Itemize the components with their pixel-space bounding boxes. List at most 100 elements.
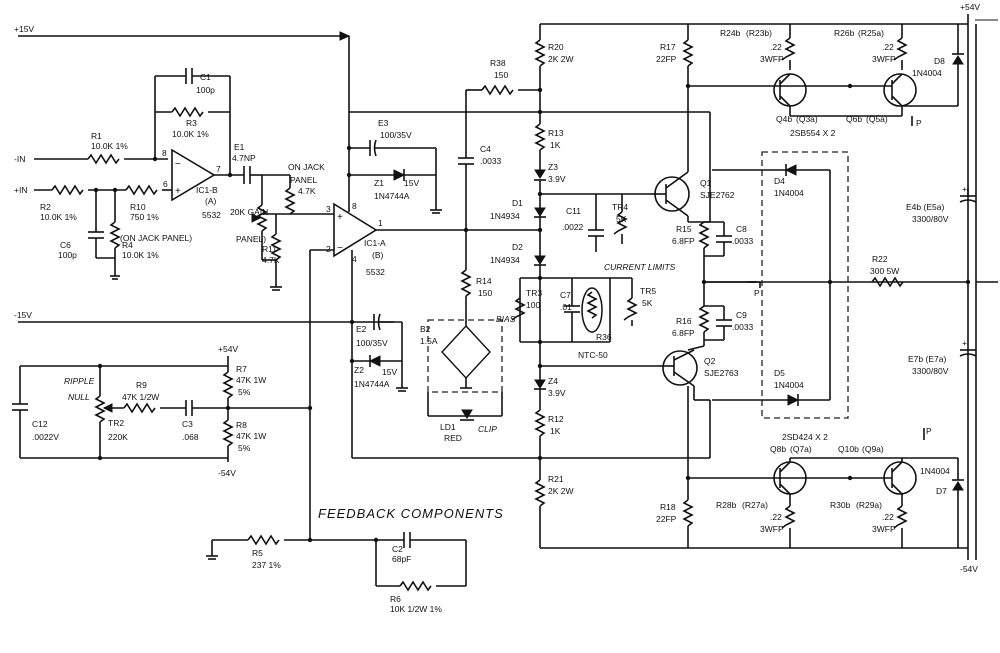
transistor-q2 bbox=[662, 350, 698, 386]
z4-value: 3.9V bbox=[548, 388, 566, 398]
r24b-type: 3WFP bbox=[760, 54, 784, 64]
resistor-r16 bbox=[698, 305, 710, 333]
e4b-label: E4b (E5a) bbox=[906, 202, 944, 212]
r17-label: R17 bbox=[660, 42, 676, 52]
trimmer-tr3 bbox=[511, 297, 526, 321]
c4-value: .0033 bbox=[480, 156, 502, 166]
ripple-neg54: -54V bbox=[218, 468, 236, 478]
e7b-label: E7b (E7a) bbox=[908, 354, 946, 364]
ic1a-label: IC1-A bbox=[364, 238, 386, 248]
d5-value: 1N4004 bbox=[774, 380, 804, 390]
z1-value: 1N4744A bbox=[374, 191, 410, 201]
q4b-label: Q4b bbox=[776, 114, 792, 124]
rail-label-pos54: +54V bbox=[960, 2, 980, 12]
svg-text:−: − bbox=[175, 159, 181, 170]
null-title: NULL bbox=[68, 392, 90, 402]
resistor-r12 bbox=[534, 409, 546, 437]
power-rails: +15V -15V +54V -54V bbox=[14, 2, 998, 574]
gain-potentiometer bbox=[256, 204, 268, 232]
r11-label: R11 bbox=[262, 244, 277, 254]
e1-value: 4.7NP bbox=[232, 153, 256, 163]
op-amp-ic1a bbox=[333, 202, 378, 258]
r21-value: 2K 2W bbox=[548, 486, 574, 496]
q6b-label: Q6b bbox=[846, 114, 862, 124]
r3-label: R3 bbox=[186, 118, 197, 128]
r30b-label: R30b bbox=[830, 500, 851, 510]
z3-value: 3.9V bbox=[548, 174, 566, 184]
r14-label: R14 bbox=[476, 276, 492, 286]
r4-label: R4 bbox=[122, 240, 133, 250]
c11-value: .0022 bbox=[562, 222, 584, 232]
ic1a-pin3: 3 bbox=[326, 204, 331, 214]
resistor-r10 bbox=[125, 184, 158, 196]
c2-value: 68pF bbox=[392, 554, 411, 564]
q1-part: SJE2762 bbox=[700, 190, 735, 200]
tr5-value: 5K bbox=[642, 298, 653, 308]
q2-part: SJE2763 bbox=[704, 368, 739, 378]
jack-panel-note: (ON JACK PANEL) bbox=[120, 233, 192, 243]
r22-label: R22 bbox=[872, 254, 888, 264]
ic1a-sub: (B) bbox=[372, 250, 384, 260]
z2-label: Z2 bbox=[354, 365, 364, 375]
ripple-pos54: +54V bbox=[218, 344, 238, 354]
rail-label-pos15: +15V bbox=[14, 24, 34, 34]
resistor-r2 bbox=[51, 184, 84, 196]
resistor-r11 bbox=[270, 233, 282, 261]
driver-transistors: Q1 SJE2762 R17 22FP R15 6.8FP C8 .0033 bbox=[650, 24, 968, 548]
c12-label: C12 bbox=[32, 419, 48, 429]
r1-label: R1 bbox=[91, 131, 102, 141]
z1-volt: 15V bbox=[404, 178, 419, 188]
tr4-value: 5K bbox=[616, 214, 627, 224]
r15-label: R15 bbox=[676, 224, 692, 234]
d7-label: D7 bbox=[936, 486, 947, 496]
r3-value: 10.0K 1% bbox=[172, 129, 209, 139]
resistor-r20 bbox=[534, 39, 546, 67]
current-limits-label: CURRENT LIMITS bbox=[604, 262, 676, 272]
r28b-type: 3WFP bbox=[760, 524, 784, 534]
c3-value: .068 bbox=[182, 432, 199, 442]
c8-value: .0033 bbox=[732, 236, 754, 246]
output-stage-top: R24b (R23b) R26b (R25a) .22 3WFP .22 3WF… bbox=[720, 24, 964, 138]
resistor-r17 bbox=[682, 39, 694, 67]
ic1b-sub: (A) bbox=[205, 196, 217, 206]
d4-label: D4 bbox=[774, 176, 785, 186]
c9-label: C9 bbox=[736, 310, 747, 320]
resistor-r15 bbox=[698, 221, 710, 249]
tr2-value: 220K bbox=[108, 432, 128, 442]
rail-label-neg15: -15V bbox=[14, 310, 32, 320]
r14-value: 150 bbox=[478, 288, 492, 298]
svg-text:−: − bbox=[337, 243, 343, 254]
e3-value: 100/35V bbox=[380, 130, 412, 140]
r8-tol: 5% bbox=[238, 443, 251, 453]
d2-label: D2 bbox=[512, 242, 523, 252]
rail-label-neg54: -54V bbox=[960, 564, 978, 574]
r30b-value: .22 bbox=[882, 512, 894, 522]
d1-value: 1N4934 bbox=[490, 211, 520, 221]
tr5-label: TR5 bbox=[640, 286, 656, 296]
dashed-clamp-box bbox=[761, 151, 849, 419]
r27a-label: (R27a) bbox=[742, 500, 768, 510]
q8b-label: Q8b bbox=[770, 444, 786, 454]
r7-label: R7 bbox=[236, 364, 247, 374]
r16-label: R16 bbox=[676, 316, 692, 326]
r12-value: 1K bbox=[550, 426, 561, 436]
r9-value: 47K 1/2W bbox=[122, 392, 159, 402]
d8-label: D8 bbox=[934, 56, 945, 66]
ic1a-pin8: 8 bbox=[352, 201, 357, 211]
tr2-label: TR2 bbox=[108, 418, 124, 428]
c2-label: C2 bbox=[392, 544, 403, 554]
resistor-r3 bbox=[171, 106, 204, 118]
ic1b-label: IC1-B bbox=[196, 185, 218, 195]
c1-value: 100p bbox=[196, 85, 215, 95]
r6-label: R6 bbox=[390, 594, 401, 604]
resistor-r24b bbox=[781, 37, 796, 61]
q9a-label: (Q9a) bbox=[862, 444, 884, 454]
ic1b-pin8: 8 bbox=[162, 148, 167, 158]
c11-label: C11 bbox=[566, 206, 581, 216]
ripple-title: RIPPLE bbox=[64, 376, 95, 386]
c6-value: 100p bbox=[58, 250, 77, 260]
r17-value: 22FP bbox=[656, 54, 677, 64]
r20-value: 2K 2W bbox=[548, 54, 574, 64]
neg-in-label: -IN bbox=[14, 154, 25, 164]
